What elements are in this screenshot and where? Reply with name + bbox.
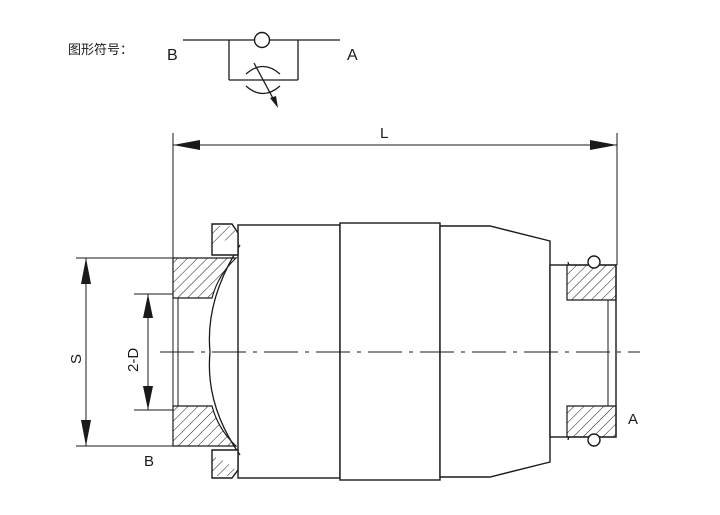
dimension-thread-label: S (68, 354, 85, 364)
symbol-caption: 图形符号： (68, 42, 133, 57)
hydraulic-check-throttle-symbol (183, 31, 340, 108)
o-ring-bottom-icon (587, 433, 601, 447)
symbol-port-b-label: B (167, 47, 178, 64)
throttle-restrictor-icon (245, 65, 281, 75)
adjustable-arrow-icon (253, 62, 276, 103)
outlet-port-section (566, 264, 617, 301)
dimension-length: L (172, 125, 618, 265)
inlet-port-label: B (144, 453, 154, 470)
valve-body (160, 222, 640, 481)
check-ball-icon (253, 31, 271, 49)
symbol-port-a-label: A (347, 47, 358, 64)
dimension-length-label: L (380, 125, 388, 142)
dimension-thread: S (68, 257, 173, 447)
inlet-port-section (172, 257, 238, 299)
outlet-port-label: A (628, 411, 638, 428)
dimension-bore: 2-D (125, 293, 173, 411)
o-ring-top-icon (587, 255, 601, 269)
dimension-bore-label: 2-D (125, 348, 142, 372)
